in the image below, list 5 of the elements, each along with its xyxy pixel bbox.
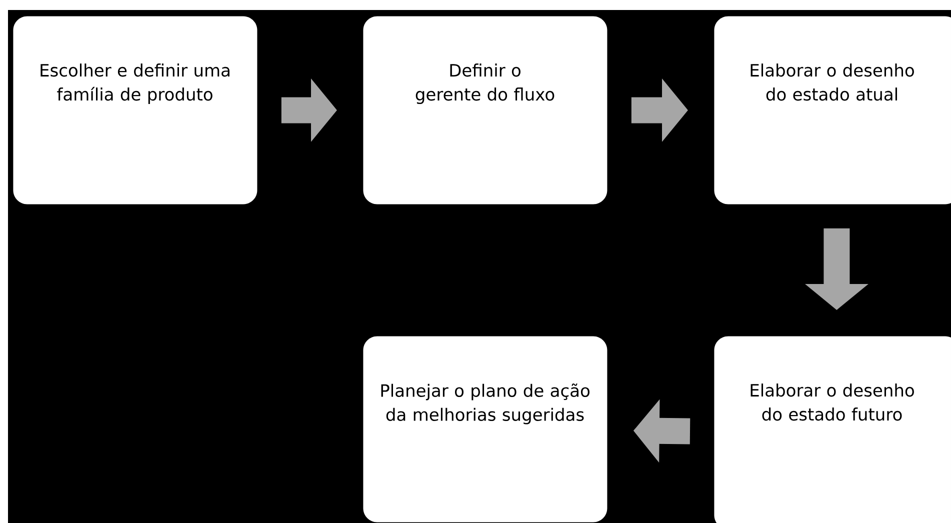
process-box: Elaborar o desenho do estado futuro [714, 336, 951, 523]
process-box: Planejar o plano de ação da melhorias sugeridas [363, 336, 608, 522]
process-box: Escolher e definir uma família de produto [13, 16, 258, 204]
process-box: Elaborar o desenho do estado atual [714, 16, 951, 204]
process-box: Definir o gerente do fluxo [363, 16, 608, 204]
